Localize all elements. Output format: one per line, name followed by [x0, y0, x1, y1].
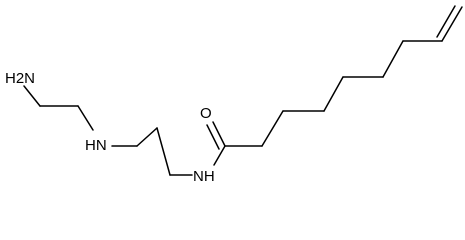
- bond-carbonyl-double-b: [206, 124, 220, 150]
- atom-label-nh: NH: [193, 168, 215, 185]
- bond-lines: [23, 5, 463, 176]
- structural-formula: H2N HN O NH: [5, 5, 463, 185]
- atom-labels: H2N HN O NH: [5, 70, 215, 185]
- bond-nh2-c1: [23, 85, 41, 107]
- bond-c3-c4: [136, 127, 158, 147]
- bond-c2-nh: [77, 105, 94, 131]
- bond-c13-c14-double-a: [441, 6, 463, 42]
- bond-c11-c12: [382, 40, 404, 78]
- bond-amide-n-carbonyl: [213, 145, 226, 166]
- bond-c4-c5: [156, 127, 171, 176]
- atom-label-nh2: H2N: [5, 70, 35, 87]
- atom-label-hn: HN: [85, 137, 107, 154]
- bond-c13-c14-double-b: [436, 5, 456, 38]
- bond-c7-c8: [261, 110, 284, 147]
- atom-label-o: O: [200, 105, 212, 122]
- bond-c9-c10: [323, 76, 344, 112]
- bond-carbonyl-double-a: [212, 121, 226, 147]
